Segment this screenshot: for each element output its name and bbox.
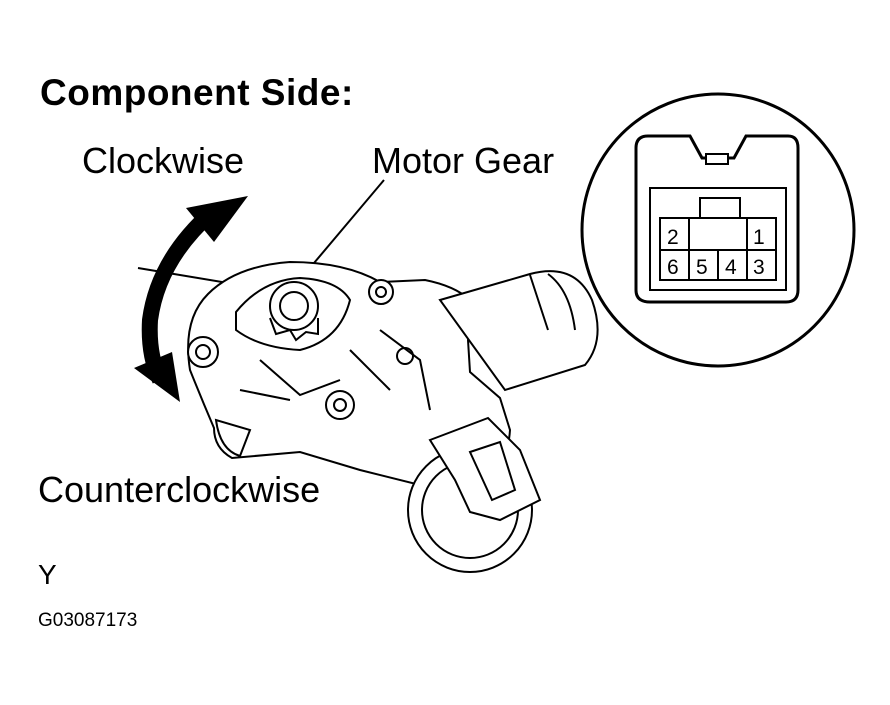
figure-code-g: G03087173 [38,610,138,631]
pin-2: 2 [667,226,679,249]
connector-detail: 2 1 6 5 4 3 [580,92,856,368]
window-motor-illustration [187,260,599,573]
pin-6: 6 [667,256,679,279]
pin-5: 5 [696,256,708,279]
clockwise-label: Clockwise [82,140,245,181]
rotation-arrow-icon [134,196,248,402]
component-side-title: Component Side: [40,72,354,113]
pin-3: 3 [753,256,765,279]
motor-gear-label: Motor Gear [372,140,555,181]
figure-code-y: Y [38,559,57,590]
pin-4: 4 [725,256,737,279]
counterclockwise-label: Counterclockwise [38,469,321,510]
pin-1: 1 [753,226,765,249]
